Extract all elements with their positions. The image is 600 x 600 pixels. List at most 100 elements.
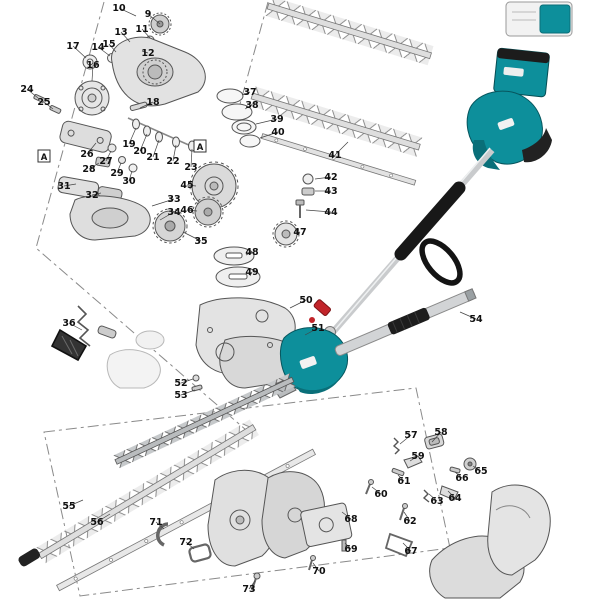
leader-line [431,431,442,443]
part-number-label: 33 [167,194,180,205]
leader-line [68,499,84,507]
part-number-label: 47 [293,227,306,238]
part-number-label: 63 [430,496,443,507]
part-number-label: 57 [404,430,417,441]
part-number-label: 70 [312,566,326,577]
base-plate-and-fasteners [156,502,353,591]
section-marker-label: A [197,143,204,153]
leader-line [91,192,102,196]
upper-blade-bar-2 [249,86,423,157]
leader-line [91,64,94,82]
part-number-label: 42 [324,172,337,183]
battery-pack [493,47,550,98]
leader-line [96,513,111,523]
section-marker-box [193,139,207,153]
section-marker-label: A [41,153,48,163]
part-number-label: 49 [245,267,258,278]
part-number-label: 54 [469,314,483,325]
part-number-label: 17 [66,41,79,52]
leader-line [305,209,332,213]
assembled-blade [113,373,296,469]
part-number-label: 59 [411,451,424,462]
leader-line [397,474,405,482]
spring-boot-assembly [50,305,165,389]
part-number-label: 18 [146,97,160,108]
part-number-label: 51 [311,323,324,334]
leader-line [304,327,319,336]
part-number-label: 53 [174,390,187,401]
part-number-label: 46 [180,205,194,216]
part-number-label: 30 [122,176,136,187]
leader-line [63,183,77,187]
handle-housing-cluster [365,433,551,599]
part-number-label: 22 [166,156,179,167]
part-number-label: 15 [102,39,115,50]
part-number-label: 72 [179,537,192,548]
leader-line [43,101,54,110]
leader-line [314,176,332,180]
motor-logo-patch [497,118,515,130]
gear-head-exploded-cluster [33,12,315,288]
leader-line [155,521,165,530]
part-number-label: 16 [86,60,100,71]
blade-guide-bar [260,133,417,186]
part-number-label: 55 [62,501,75,512]
leader-line [289,299,307,309]
leader-line [249,271,253,277]
leader-line [409,455,419,462]
leader-line [402,542,412,552]
leader-line [172,144,177,162]
part-number-label: 14 [91,42,105,53]
part-number-label: 38 [245,100,259,111]
leader-line [259,131,279,139]
part-number-label: 41 [328,150,341,161]
part-number-label: 68 [344,514,358,525]
leader-line [72,45,87,59]
section-marker-box [37,149,51,163]
leader-line [147,13,161,25]
part-number-label: 26 [80,149,94,160]
part-number-label: 11 [135,24,148,35]
part-number-label: 43 [324,186,337,197]
leader-line [459,311,477,320]
leader-line [159,211,175,221]
part-number-label: 73 [242,584,255,595]
leader-line [26,88,39,99]
part-number-label: 66 [455,473,469,484]
leader-line [244,104,253,110]
leader-line [190,148,193,168]
part-number-label: 56 [90,517,104,528]
leader-line [139,133,148,152]
part-number-label: 67 [404,546,417,557]
leader-line [180,378,194,384]
part-number-label: 35 [194,236,207,247]
leader-line [108,43,117,53]
leader-line [86,142,97,155]
charger-box [505,1,573,37]
part-number-label: 28 [82,164,96,175]
part-number-label: 39 [270,114,283,125]
part-number-label: 32 [85,190,98,201]
part-number-label: 60 [374,489,388,500]
part-number-label: 52 [174,378,187,389]
leader-line [296,231,301,234]
part-number-label: 44 [324,207,338,218]
leader-line [403,511,411,522]
part-number-label: 69 [344,544,357,555]
part-number-label: 71 [149,517,162,528]
part-number-label: 31 [57,181,70,192]
leader-line [334,141,349,156]
part-number-label: 48 [245,247,259,258]
part-number-label: 64 [448,493,462,504]
leader-line [105,150,112,162]
leader-line [454,471,463,479]
leader-line [180,389,196,396]
part-number-label: 40 [271,127,285,138]
red-detail [309,317,315,323]
leader-line [116,162,122,174]
leader-line [186,184,197,187]
leader-line [97,46,111,57]
leader-line [128,127,137,145]
